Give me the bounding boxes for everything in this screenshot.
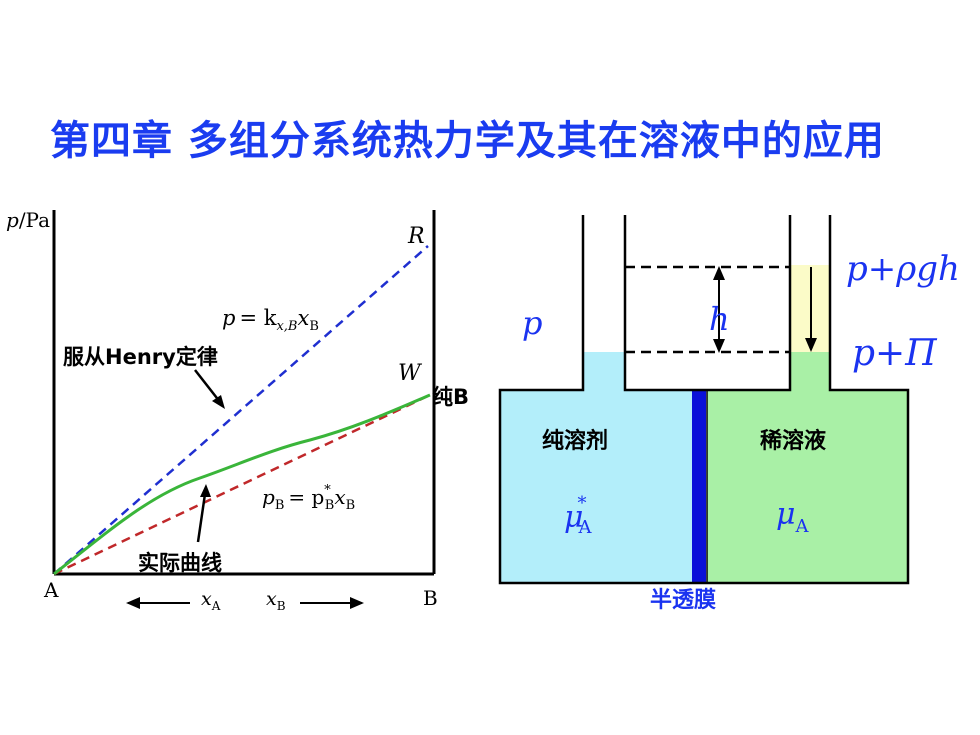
henry-law-label: 服从Henry定律 <box>63 345 218 369</box>
mu-star-label: μ*A <box>564 493 593 538</box>
xb-label: xB <box>266 588 286 613</box>
pure-solvent-label: 纯溶剂 <box>542 428 608 454</box>
solvent-column-fill <box>583 352 625 392</box>
semipermeable-membrane <box>692 390 706 583</box>
henry-raoult-diagram: p/Pa R W 纯B p= kx,BxB 服从Henry定律 pB= p*Bx… <box>6 208 469 613</box>
xa-arrow-head <box>126 597 140 609</box>
osmosis-diagram: p h p+ρgh p+Π 纯溶剂 稀溶液 μ*A μA 半透膜 <box>498 215 960 613</box>
h-label: h <box>709 300 730 338</box>
henry-equation: p= kx,BxB <box>222 306 319 334</box>
actual-curve <box>53 393 431 576</box>
pure-b-label: 纯B <box>432 385 469 409</box>
p-left-label: p <box>522 304 542 342</box>
point-a-label: A <box>43 578 59 602</box>
henry-line <box>53 245 429 575</box>
h-arrow-bottom <box>713 339 725 353</box>
dilute-solution-label: 稀溶液 <box>760 428 826 454</box>
henry-pointer-head <box>212 395 225 409</box>
h-arrow-top <box>713 266 725 280</box>
p-pi-label: p+Π <box>852 333 937 374</box>
p-rho-gh-label: p+ρgh <box>846 249 960 289</box>
henry-pointer <box>194 369 221 403</box>
y-axis-label: p/Pa <box>6 208 50 232</box>
point-w-label: W <box>398 361 423 386</box>
pressure-arrow-head <box>805 338 817 352</box>
xb-arrow-head <box>350 597 364 609</box>
actual-pointer-head <box>200 484 211 497</box>
point-r-label: R <box>407 224 425 249</box>
membrane-label: 半透膜 <box>650 588 716 613</box>
solvent-fill <box>500 390 695 583</box>
xa-label: xA <box>201 588 221 613</box>
actual-pointer <box>196 493 207 543</box>
solution-column-fill <box>790 352 830 392</box>
point-b-label: B <box>423 586 438 610</box>
container-outline <box>498 215 910 585</box>
raoult-equation: pB= p*BxB <box>262 483 355 513</box>
solution-fill <box>707 390 908 583</box>
inner-walls <box>623 215 792 392</box>
raoult-line <box>53 393 431 576</box>
page-title: 第四章 多组分系统热力学及其在溶液中的应用 <box>50 118 885 164</box>
mu-label: μA <box>776 497 810 537</box>
actual-curve-label: 实际曲线 <box>138 551 222 575</box>
